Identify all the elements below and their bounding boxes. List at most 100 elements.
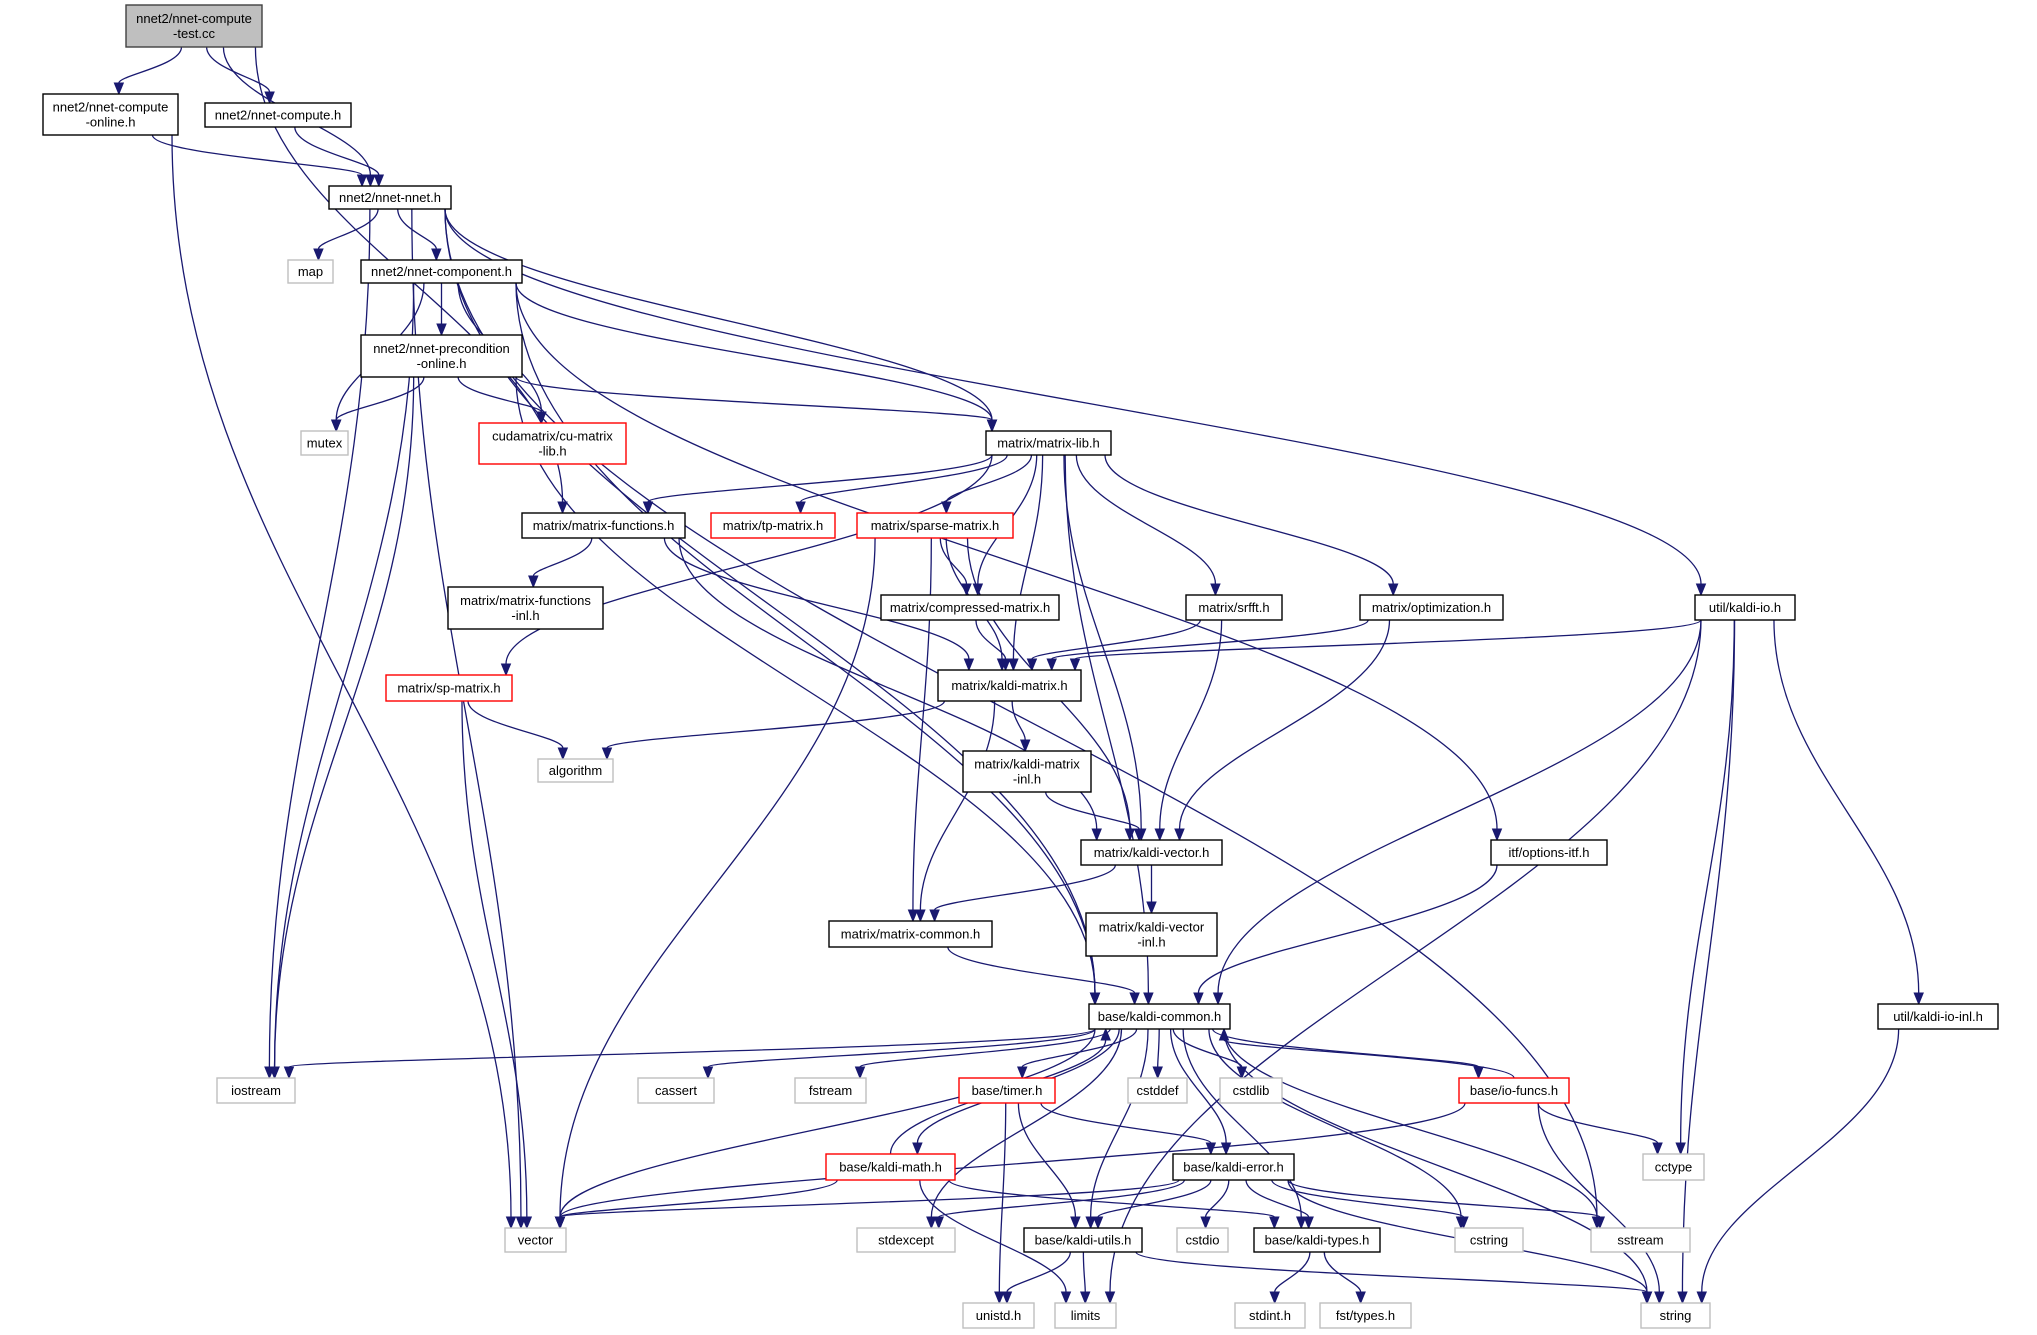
arrowhead-icon	[1218, 1027, 1230, 1041]
arrowhead-icon	[941, 501, 952, 515]
graph-node-nnet[interactable]: nnet2/nnet-nnet.h	[328, 185, 452, 210]
node-box	[985, 430, 1112, 456]
graph-node-mfunc[interactable]: matrix/matrix-functions.h	[521, 512, 686, 539]
graph-node-kaldiio[interactable]: util/kaldi-io.h	[1694, 594, 1796, 621]
edge-matrixlib-to-kmatrix	[1012, 454, 1044, 660]
arrowhead-icon	[554, 1216, 566, 1230]
graph-node-compute[interactable]: nnet2/nnet-compute.h	[204, 102, 352, 128]
graph-node-timer[interactable]: base/timer.h	[958, 1077, 1056, 1104]
graph-node-cassert: cassert	[637, 1077, 715, 1104]
node-label: nnet2/nnet-compute	[53, 100, 169, 115]
arrowhead-icon	[1296, 1216, 1307, 1230]
graph-node-sparse[interactable]: matrix/sparse-matrix.h	[856, 512, 1014, 539]
graph-node-kmath[interactable]: base/kaldi-math.h	[825, 1153, 956, 1181]
arrowhead-icon	[264, 91, 275, 105]
graph-node-tpmatrix[interactable]: matrix/tp-matrix.h	[710, 512, 836, 539]
node-box	[1694, 594, 1796, 621]
edge-component-to-kcommon	[515, 282, 1096, 994]
edge-ktypes-to-fsttypes	[1323, 1251, 1362, 1293]
graph-node-fstream: fstream	[794, 1077, 867, 1104]
graph-node-kerror[interactable]: base/kaldi-error.h	[1172, 1153, 1295, 1181]
edge-mfunc-to-kmatrix	[663, 537, 970, 660]
graph-node-root[interactable]: nnet2/nnet-compute-test.cc	[125, 4, 263, 48]
node-box	[287, 259, 334, 284]
arrowhead-icon	[269, 1066, 280, 1080]
graph-node-spmatrix[interactable]: matrix/sp-matrix.h	[385, 674, 513, 702]
arrowhead-icon	[1491, 828, 1503, 842]
graph-node-optionsitf[interactable]: itf/options-itf.h	[1490, 839, 1608, 866]
node-label: matrix/optimization.h	[1372, 600, 1491, 615]
edge-sparse-to-mcommon	[912, 537, 932, 911]
edge-iofuncs-to-cctype	[1537, 1102, 1659, 1144]
node-box	[962, 750, 1092, 793]
graph-node-component[interactable]: nnet2/nnet-component.h	[360, 259, 523, 284]
edge-matrixlib-to-optim	[1104, 454, 1394, 585]
graph-node-unistd: unistd.h	[962, 1302, 1035, 1329]
edge-kaldiio-to-limits	[1109, 619, 1702, 1293]
graph-node-cstdio: cstdio	[1176, 1227, 1229, 1253]
arrowhead-icon	[1913, 992, 1924, 1006]
node-box	[1088, 1003, 1231, 1030]
node-label: matrix/matrix-common.h	[841, 927, 980, 942]
node-label: -lib.h	[538, 444, 566, 459]
arrowhead-icon	[1220, 1142, 1232, 1156]
edge-optim-to-kmatrix	[1051, 619, 1369, 660]
edge-kerror-to-vector	[559, 1179, 1180, 1218]
graph-node-kmatrixinl[interactable]: matrix/kaldi-matrix-inl.h	[962, 750, 1092, 793]
graph-node-sstream: sstream	[1590, 1227, 1691, 1253]
node-box	[1127, 1077, 1188, 1104]
edge-iofuncs-to-vector	[559, 1102, 1466, 1218]
graph-node-srfft[interactable]: matrix/srfft.h	[1185, 594, 1283, 621]
arrowhead-icon	[1193, 992, 1204, 1006]
graph-node-kvectorinl[interactable]: matrix/kaldi-vector-inl.h	[1085, 912, 1218, 957]
edge-compressed-to-kmatrix	[975, 619, 1007, 660]
graph-node-kvector[interactable]: matrix/kaldi-vector.h	[1080, 839, 1223, 866]
edge-iofuncs-to-kcommon	[1223, 1039, 1515, 1079]
arrowhead-icon	[1654, 1291, 1665, 1305]
edge-kmatrix-to-kmatrixinl	[1011, 700, 1026, 741]
node-box	[1642, 1153, 1705, 1181]
arrowhead-icon	[1355, 1291, 1366, 1305]
edge-precond-to-matrixlib	[515, 376, 993, 421]
graph-node-iofuncs[interactable]: base/io-funcs.h	[1458, 1077, 1570, 1104]
edge-kcommon-to-iostream	[288, 1028, 1096, 1068]
edge-timer-to-unistd	[998, 1102, 1007, 1293]
edge-matrixlib-to-sparse	[945, 454, 1033, 503]
arrowhead-icon	[854, 1066, 866, 1080]
arrowhead-icon	[1124, 828, 1136, 842]
graph-node-ktypes[interactable]: base/kaldi-types.h	[1253, 1227, 1381, 1253]
graph-node-kcommon[interactable]: base/kaldi-common.h	[1088, 1003, 1231, 1030]
arrowhead-icon	[1594, 1216, 1606, 1230]
edges-layer	[113, 46, 1924, 1305]
edge-precond-to-kcommon	[515, 376, 1096, 994]
graph-node-kmatrix[interactable]: matrix/kaldi-matrix.h	[937, 669, 1082, 702]
graph-node-mcommon[interactable]: matrix/matrix-common.h	[828, 920, 993, 948]
node-box	[360, 334, 523, 378]
graph-node-compute_online[interactable]: nnet2/nnet-compute-online.h	[42, 93, 179, 136]
node-label: map	[298, 264, 323, 279]
node-label: fst/types.h	[1336, 1308, 1395, 1323]
graph-node-optim[interactable]: matrix/optimization.h	[1359, 594, 1504, 621]
graph-node-kaldiioinl[interactable]: util/kaldi-io-inl.h	[1877, 1003, 1999, 1030]
edge-kcommon-to-cstddef	[1157, 1028, 1160, 1068]
edge-kmatrix-to-mcommon	[919, 700, 996, 911]
node-box	[1185, 594, 1283, 621]
nodes-layer: nnet2/nnet-compute-test.cc nnet2/nnet-com…	[42, 4, 1999, 1329]
edge-root-to-compute_online	[118, 46, 183, 84]
graph-node-mfuncinl[interactable]: matrix/matrix-functions-inl.h	[447, 586, 604, 630]
arrowhead-icon	[912, 1142, 923, 1156]
node-label: mutex	[307, 436, 343, 451]
edge-kutils-to-unistd	[1006, 1251, 1071, 1293]
graph-node-precond[interactable]: nnet2/nnet-precondition-online.h	[360, 334, 523, 378]
node-label: base/kaldi-error.h	[1183, 1160, 1283, 1175]
node-box	[710, 512, 836, 539]
edge-timer-to-kerror	[1040, 1102, 1212, 1144]
graph-node-matrixlib[interactable]: matrix/matrix-lib.h	[985, 430, 1112, 456]
graph-node-kutils[interactable]: base/kaldi-utils.h	[1023, 1227, 1143, 1253]
graph-node-cumatrix[interactable]: cudamatrix/cu-matrix-lib.h	[478, 422, 627, 465]
arrowhead-icon	[702, 1066, 714, 1080]
node-label: -inl.h	[511, 608, 539, 623]
graph-node-compressed[interactable]: matrix/compressed-matrix.h	[880, 594, 1060, 621]
graph-node-algorithm: algorithm	[537, 758, 614, 783]
edge-kcommon-to-ktypes	[1182, 1028, 1302, 1218]
